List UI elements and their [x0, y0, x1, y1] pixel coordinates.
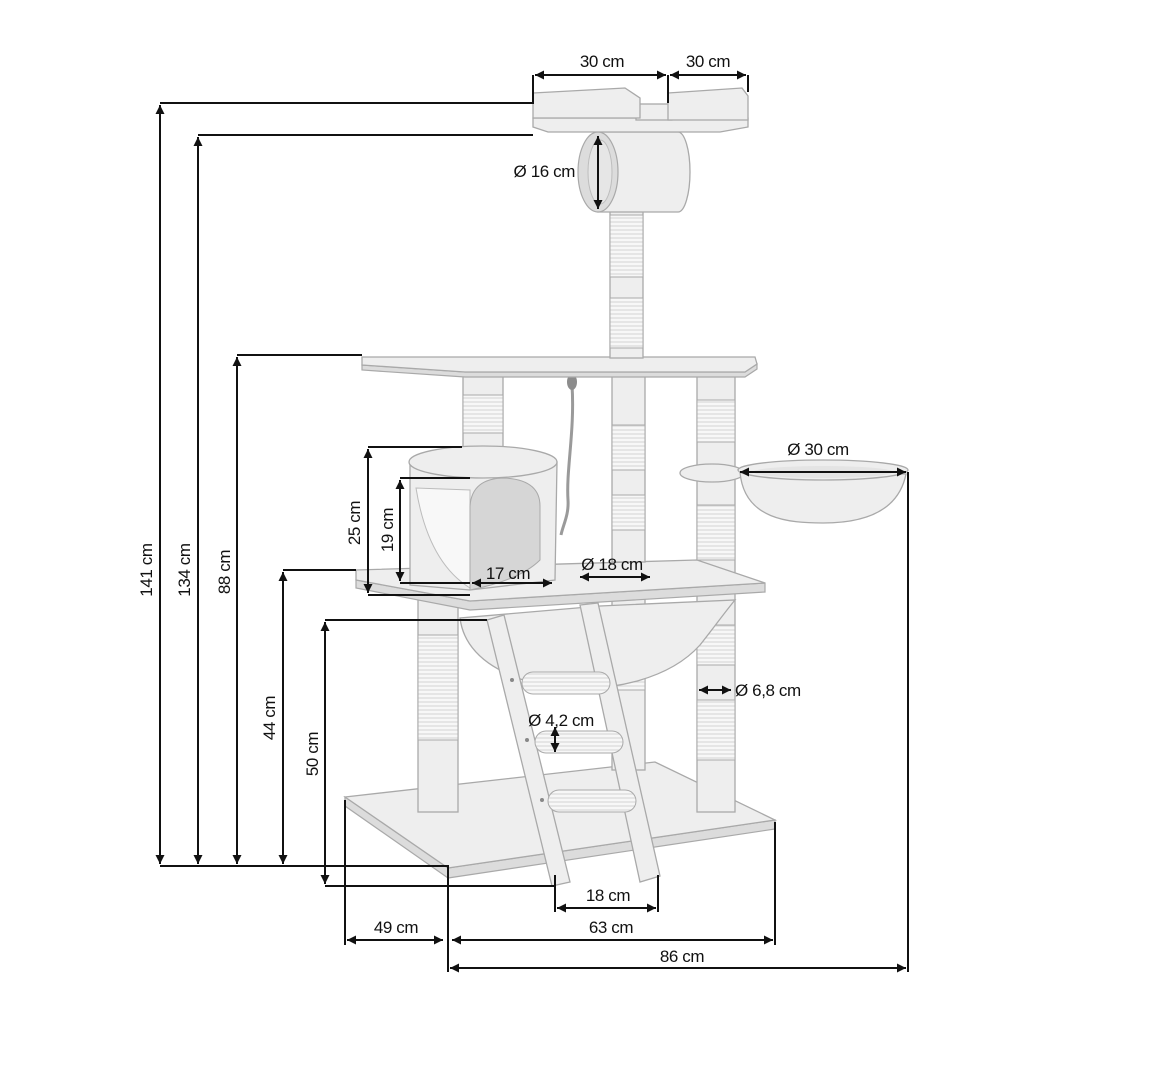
label-base-width: 63 cm — [589, 918, 634, 937]
dimension-labels: 30 cm 30 cm Ø 16 cm Ø 30 cm 25 cm 19 cm … — [137, 52, 849, 966]
upper-platform — [361, 356, 758, 378]
label-tube-height: 134 cm — [175, 543, 194, 597]
label-middle-post-diameter: Ø 18 cm — [581, 555, 643, 574]
rope-toy — [559, 374, 577, 536]
ladder — [486, 602, 661, 887]
upper-left-post — [462, 372, 504, 454]
label-ladder-width: 18 cm — [586, 886, 631, 905]
top-perch — [532, 87, 749, 133]
label-base-depth: 49 cm — [374, 918, 419, 937]
house-entrance — [469, 477, 541, 591]
lower-left-post — [417, 599, 459, 813]
tunnel-tube — [577, 131, 691, 213]
label-perch-width-right: 30 cm — [686, 52, 731, 71]
label-upper-platform-height: 88 cm — [215, 550, 234, 595]
label-house-height: 25 cm — [345, 501, 364, 546]
label-perch-width-left: 30 cm — [580, 52, 625, 71]
label-total-height: 141 cm — [137, 543, 156, 597]
label-post-diameter: Ø 6,8 cm — [735, 681, 801, 700]
dimension-lines — [155, 70, 909, 973]
ladder-rung — [547, 789, 637, 813]
top-post — [609, 207, 644, 359]
cat-tree-drawing — [343, 87, 909, 887]
label-rung-diameter: Ø 4,2 cm — [528, 711, 594, 730]
label-bowl-diameter: Ø 30 cm — [787, 440, 849, 459]
label-tube-diameter: Ø 16 cm — [514, 162, 576, 181]
label-middle-platform-height: 44 cm — [260, 696, 279, 741]
upper-middle-post — [611, 371, 646, 563]
cat-house — [408, 445, 558, 591]
label-house-opening-width: 17 cm — [486, 564, 531, 583]
ladder-rung — [521, 671, 611, 695]
ladder-rung — [534, 730, 624, 754]
label-ladder-height: 50 cm — [303, 732, 322, 777]
label-overall-width: 86 cm — [660, 947, 705, 966]
label-house-opening-height: 19 cm — [378, 508, 397, 553]
